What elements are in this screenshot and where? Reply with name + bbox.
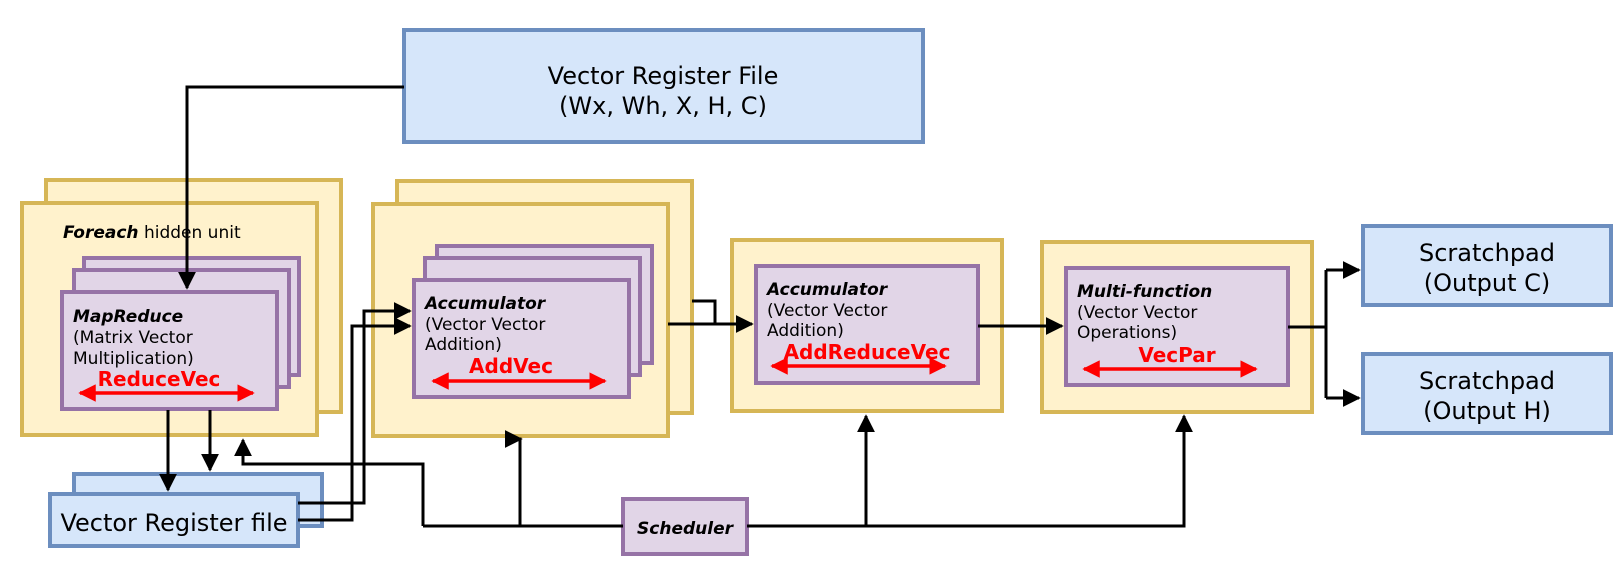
scratch-c-line2: (Output C) — [1424, 269, 1550, 297]
scheduler-label: Scheduler — [637, 519, 735, 539]
scratchpad-output-c: Scratchpad (Output C) — [1361, 224, 1613, 307]
mapreduce-line1: (Matrix Vector — [73, 328, 193, 348]
multifunction-line1: (Vector Vector — [1077, 303, 1197, 323]
accumulator1-line2: Addition) — [425, 335, 502, 355]
vrf-to-accumulator-arrow-1 — [298, 302, 412, 505]
addvec-label: AddVec — [469, 354, 553, 378]
scratch-h-line1: Scratchpad — [1419, 367, 1555, 395]
vector-register-file-top: Vector Register File (Wx, Wh, X, H, C) — [402, 28, 925, 144]
addreducevec-label: AddReduceVec — [784, 340, 951, 364]
accumulator2-title: Accumulator — [765, 280, 889, 300]
accumulator1-line1: (Vector Vector — [425, 315, 545, 335]
scratchpad-output-h: Scratchpad (Output H) — [1361, 352, 1613, 435]
scheduler-block: Scheduler — [621, 497, 749, 556]
scratch-c-line1: Scratchpad — [1419, 239, 1555, 267]
acc1-to-acc2-wire — [692, 299, 717, 324]
mapreduce-line2: Multiplication) — [73, 349, 194, 369]
accumulator-block-2: Accumulator (Vector Vector Addition) Add… — [730, 238, 1004, 413]
vrf-top-line1: Vector Register File — [548, 62, 779, 90]
vecpar-label: VecPar — [1138, 343, 1215, 367]
vrf-top-line2: (Wx, Wh, X, H, C) — [559, 92, 767, 120]
vector-register-file-bottom: Vector Register file — [48, 472, 324, 548]
scheduler-to-multifunction-arrow — [747, 414, 1193, 528]
scratch-h-line2: (Output H) — [1423, 397, 1551, 425]
vrf-to-accumulator-arrow-2 — [298, 317, 412, 522]
connections — [159, 85, 1361, 528]
multifunction-line2: Operations) — [1077, 323, 1177, 343]
mapreduce-block: MapReduce (Matrix Vector Multiplication)… — [60, 256, 301, 411]
accumulator2-line2: Addition) — [767, 321, 844, 341]
accumulator-block-1: Accumulator (Vector Vector Addition) Add… — [371, 179, 694, 438]
scheduler-to-foreach-arrow — [234, 438, 425, 526]
foreach-label: Foreach hidden unit — [63, 223, 241, 243]
vrf-bottom-label: Vector Register file — [60, 509, 287, 537]
accumulator1-title: Accumulator — [423, 294, 547, 314]
mapreduce-title: MapReduce — [73, 307, 183, 327]
multifunction-title: Multi-function — [1077, 282, 1212, 302]
accumulator2-line1: (Vector Vector — [767, 301, 887, 321]
vrf-to-mapreduce-arrow — [178, 85, 404, 290]
reducevec-label: ReduceVec — [98, 367, 221, 391]
multifunction-block: Multi-function (Vector Vector Operations… — [1040, 240, 1314, 414]
